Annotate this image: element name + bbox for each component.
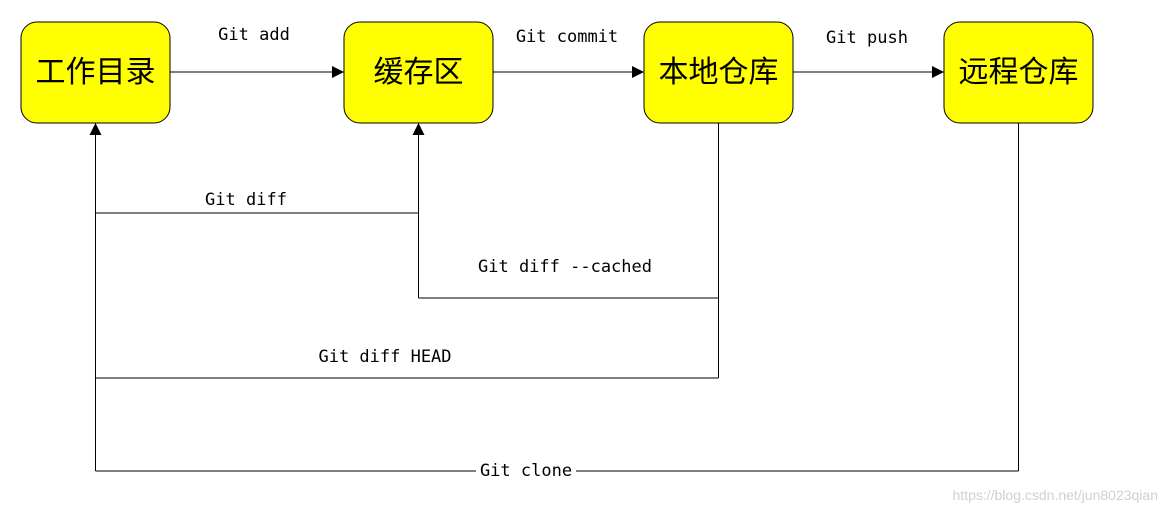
node-staging-area: 缓存区 <box>343 21 494 124</box>
node-remote-repository: 远程仓库 <box>943 21 1094 124</box>
node-local-repository-label: 本地仓库 <box>659 55 779 90</box>
node-working-directory-label: 工作目录 <box>36 55 156 90</box>
edge-git-diff-label: Git diff <box>205 190 287 210</box>
edge-git-add-label: Git add <box>218 25 290 45</box>
edge-git-diff-head-label: Git diff HEAD <box>318 347 451 367</box>
edge-git-push-label: Git push <box>826 28 908 48</box>
edge-git-commit-label: Git commit <box>516 27 618 47</box>
edge-git-clone-label: Git clone <box>480 461 572 481</box>
node-staging-area-label: 缓存区 <box>374 55 464 90</box>
edge-git-diff-cached-label: Git diff --cached <box>478 257 652 277</box>
node-remote-repository-label: 远程仓库 <box>959 55 1079 90</box>
edge-git-clone-label-bg <box>476 462 576 480</box>
node-working-directory: 工作目录 <box>20 21 171 124</box>
node-local-repository: 本地仓库 <box>643 21 794 124</box>
watermark: https://blog.csdn.net/jun8023qian <box>953 487 1159 503</box>
